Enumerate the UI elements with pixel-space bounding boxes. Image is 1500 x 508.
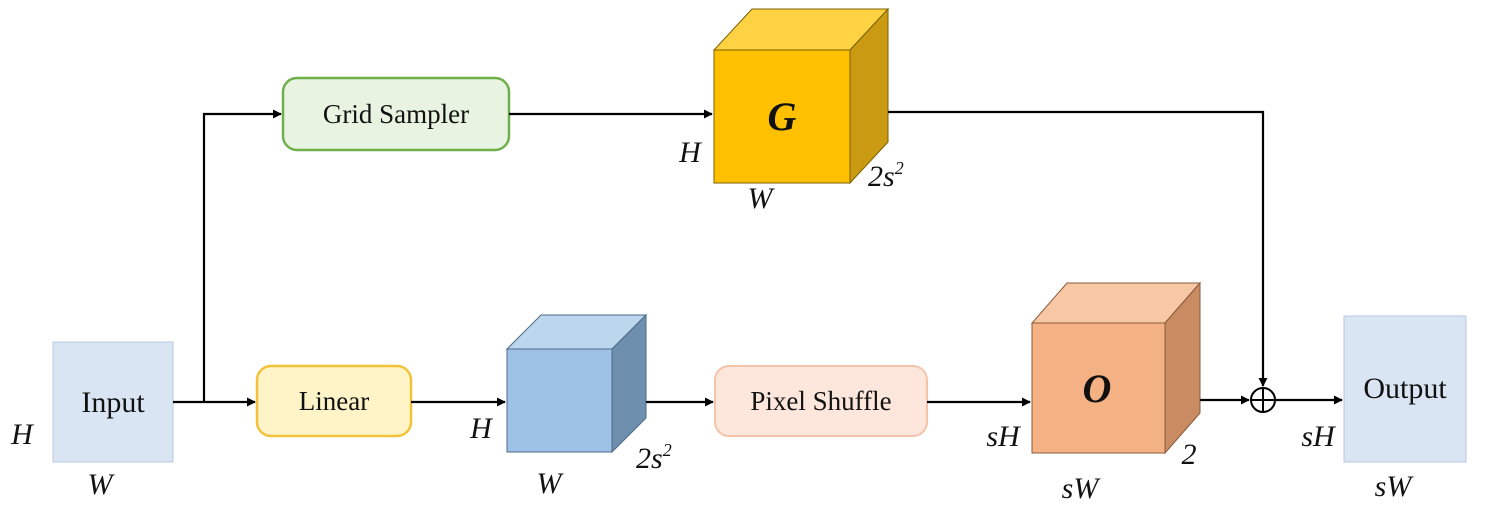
cube-o-front bbox=[1031, 322, 1166, 454]
connectors bbox=[173, 109, 1343, 407]
grid-sampler-label: Grid Sampler bbox=[323, 99, 469, 129]
output-w-label: sW bbox=[1375, 470, 1415, 503]
cube-o-h-label: sH bbox=[986, 420, 1022, 453]
cube-g-w-label: W bbox=[748, 182, 776, 215]
input-w-label: W bbox=[88, 468, 116, 501]
cube-g-front bbox=[713, 49, 851, 184]
arrow-input-to-grid-sampler bbox=[202, 109, 282, 402]
cube-g-h-label: H bbox=[678, 136, 703, 169]
cube-g bbox=[712, 7, 890, 185]
cube-w-h-label: H bbox=[469, 412, 494, 445]
cube-w-c-label: 2s2 bbox=[636, 440, 672, 475]
linear-label: Linear bbox=[299, 386, 369, 416]
output-h-label: sH bbox=[1301, 420, 1337, 453]
output-box bbox=[1343, 315, 1467, 463]
arrow-cube-g-to-sum bbox=[888, 110, 1268, 387]
cube-o-w-label: sW bbox=[1062, 472, 1102, 505]
cube-o-letter: O bbox=[1083, 366, 1112, 411]
cube-g-c-label: 2s2 bbox=[868, 158, 904, 193]
cube-o bbox=[1030, 281, 1202, 455]
cube-o-c-label: 2 bbox=[1182, 438, 1197, 471]
cube-w bbox=[505, 313, 648, 454]
input-box bbox=[52, 341, 174, 463]
cube-w-w-label: W bbox=[537, 467, 565, 500]
cube-g-letter: G bbox=[768, 94, 797, 139]
input-h-label: H bbox=[10, 418, 35, 451]
output-label: Output bbox=[1363, 372, 1447, 405]
input-label: Input bbox=[81, 386, 145, 419]
pixel-shuffle-label: Pixel Shuffle bbox=[750, 386, 891, 416]
cube-w-front bbox=[506, 348, 613, 453]
